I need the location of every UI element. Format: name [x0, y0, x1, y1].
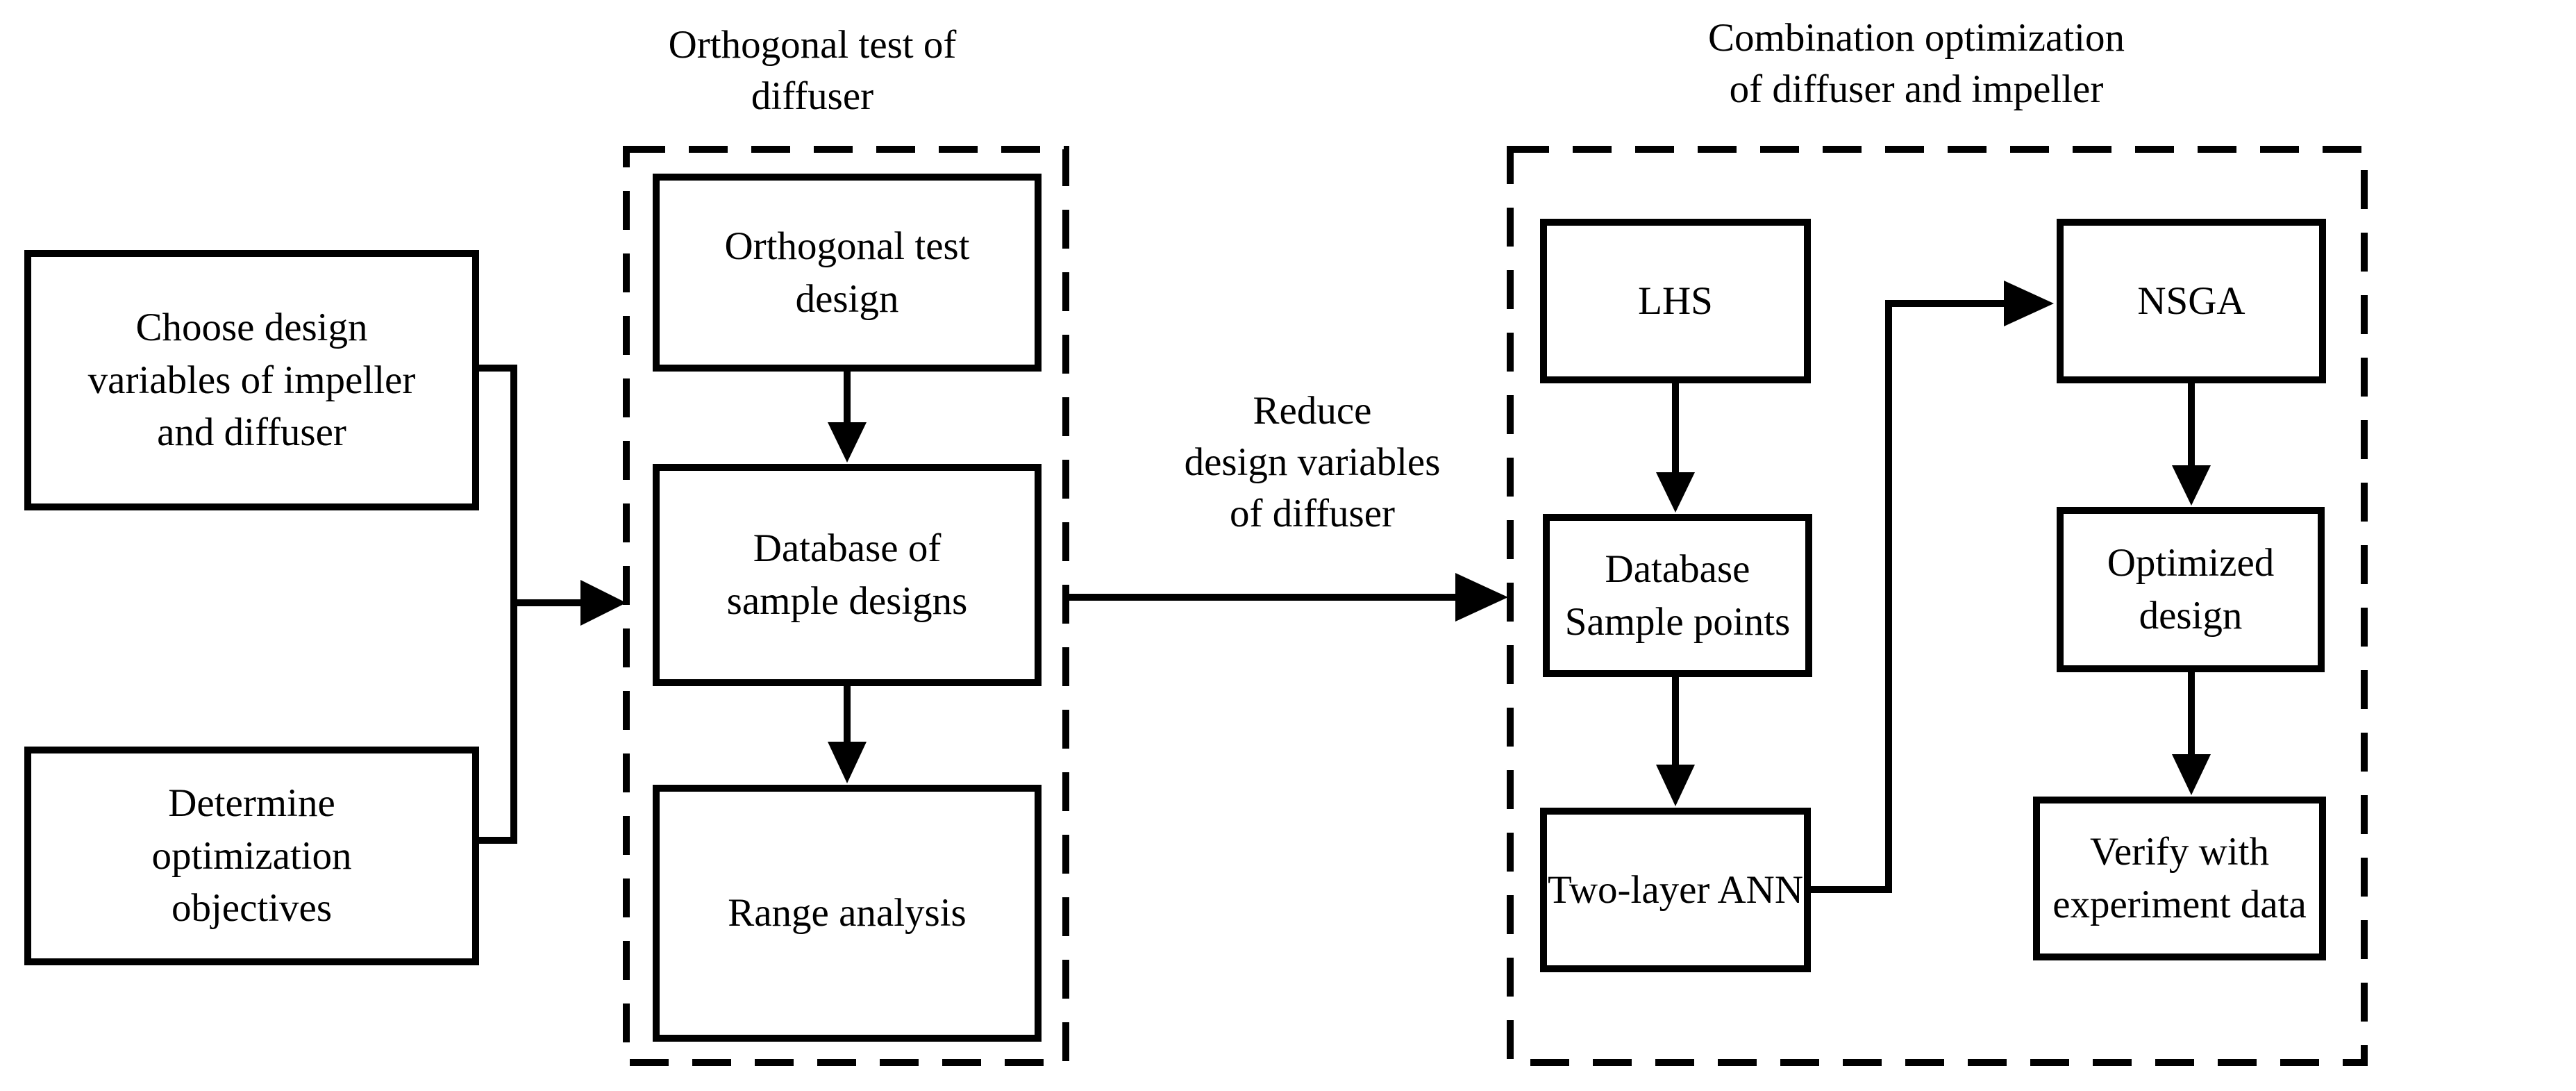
node-two-layer-ann: Two-layer ANN: [1540, 808, 1811, 972]
arrow-optimized-to-verify-head: [2172, 754, 2211, 795]
arrow-samplepoints-to-ann-head: [1656, 765, 1695, 806]
left-bracket-connector: [479, 365, 517, 844]
arrow-lhs-to-samplepoints-head: [1656, 472, 1695, 513]
node-range-analysis: Range analysis: [653, 785, 1042, 1042]
arrow-database-to-range-head: [828, 742, 867, 783]
arrow-inputs-to-orthogonal-head: [580, 580, 626, 626]
node-optimized-design: Optimized design: [2057, 507, 2325, 672]
node-lhs: LHS: [1540, 219, 1811, 383]
orthogonal-test-group-border: [623, 146, 1069, 1066]
arrow-reduce-variables-head: [1455, 573, 1508, 622]
arrow-orthogonal-to-database-head: [828, 422, 867, 463]
node-nsga: NSGA: [2057, 219, 2326, 383]
arrow-ann-to-nsga-head: [2004, 281, 2054, 326]
arrow-nsga-to-optimized-head: [2172, 465, 2211, 506]
connector-ann-to-nsga: [1809, 300, 2005, 893]
combination-opt-group-border: [1507, 146, 2368, 1066]
